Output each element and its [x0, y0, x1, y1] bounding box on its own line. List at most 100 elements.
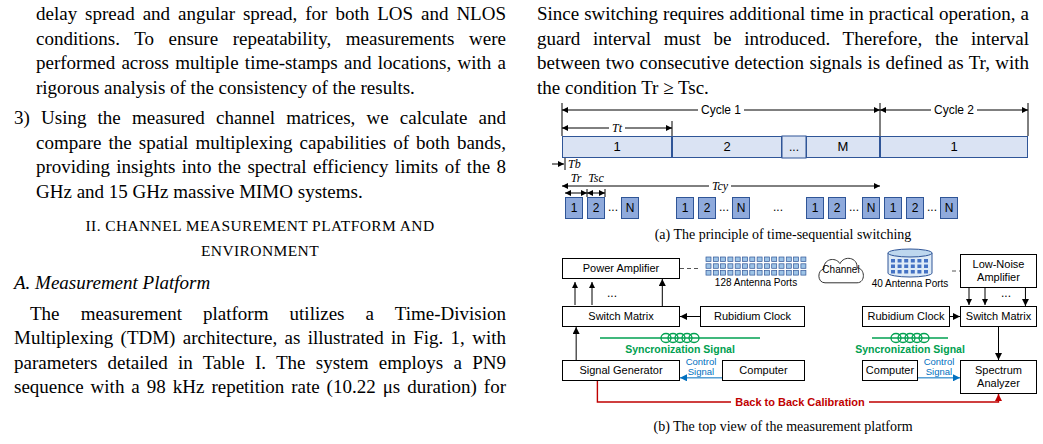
antenna-element [757, 271, 762, 276]
signal-arrow [998, 327, 999, 360]
body-text: Since switching requires additional time… [537, 2, 1029, 100]
antenna-element [728, 257, 733, 262]
ellipsis: ... [608, 200, 618, 214]
antenna-element [779, 264, 784, 269]
node-text: M [807, 137, 879, 157]
node-text: Spectrum Analyzer [963, 364, 1034, 390]
antenna-element [706, 257, 711, 262]
signal-arrow [680, 316, 700, 317]
tx-slot: 2 [672, 136, 782, 158]
left-column: delay spread and angular spread, for bot… [14, 2, 506, 400]
antenna-element [924, 259, 928, 263]
antenna-element [713, 264, 718, 269]
boundary-tick [562, 103, 563, 136]
node-text: Channel [822, 264, 859, 276]
sync-cable [872, 337, 948, 338]
boundary-tick [587, 189, 588, 197]
computer-box: Computer [862, 360, 918, 381]
rx-slot: N [621, 197, 639, 219]
boundary-tick [672, 121, 673, 136]
antenna-element [779, 271, 784, 276]
signal-arrow [950, 316, 960, 317]
node-text: 2 [673, 137, 781, 157]
antenna-element [706, 264, 711, 269]
antenna-element [772, 271, 777, 276]
antenna-element [801, 264, 806, 269]
antenna-element [757, 264, 762, 269]
edge-label: Control Signal [681, 357, 721, 377]
ellipsis: ... [773, 200, 783, 214]
antenna-element [750, 271, 755, 276]
antenna-element [924, 265, 928, 269]
antenna-element [904, 270, 908, 274]
tx-slot: 1 [880, 136, 1028, 158]
ellipsis: ... [607, 286, 617, 300]
time-label: Tr [571, 171, 582, 185]
node-text: Signal Generator [565, 364, 677, 377]
antenna-element [764, 271, 769, 276]
antenna-element [801, 271, 806, 276]
antenna-element [801, 257, 806, 262]
antenna-element [721, 264, 726, 269]
antenna-array: 128 Antenna Ports [700, 255, 812, 289]
antenna-element [891, 270, 895, 274]
antenna-element [743, 271, 748, 276]
antenna-element [728, 271, 733, 276]
cylinder-top [888, 249, 932, 257]
ellipsis: ... [1001, 286, 1011, 300]
ellipsis: ... [927, 200, 937, 214]
node-text: 1 [677, 198, 693, 218]
switch-box: Switch Matrix [960, 306, 1037, 327]
signal-arrow [576, 327, 577, 360]
antenna-element [786, 264, 791, 269]
cable-coil [919, 334, 929, 343]
antenna-element [898, 259, 902, 263]
figure-caption: (a) The principle of time-sequential swi… [655, 226, 912, 243]
antenna-element [706, 271, 711, 276]
amplifier-box: Power Amplifier [562, 258, 680, 279]
antenna-element [750, 257, 755, 262]
tsc-arrow [587, 193, 605, 194]
subsection-heading: A. Measurement Platform [14, 271, 506, 296]
node-text: 1 [881, 137, 1027, 157]
body-text: delay spread and angular spread, for bot… [14, 2, 506, 100]
node-text: Switch Matrix [963, 310, 1034, 323]
node-text: Rubidium Clock [865, 310, 947, 323]
node-text: N [733, 198, 749, 218]
antenna-element [757, 257, 762, 262]
ellipsis: ... [849, 200, 859, 214]
list-item: 3) Using the measured channel matrices, … [14, 106, 506, 204]
time-label: Tt [609, 121, 625, 135]
antenna-element [911, 259, 915, 263]
boundary-tick [605, 189, 606, 197]
clock-box: Rubidium Clock [862, 306, 950, 327]
tb-arrow [552, 164, 564, 165]
node-text: 1 [563, 137, 671, 157]
feed-line [680, 268, 700, 269]
ellipsis: ... [719, 200, 729, 214]
node-text: 2 [699, 198, 715, 218]
boundary-tick [565, 158, 566, 170]
antenna-element [794, 264, 799, 269]
figure-caption: (b) The top view of the measurement plat… [653, 418, 912, 435]
antenna-element [772, 264, 777, 269]
node-text: N [863, 198, 879, 218]
antenna-element [924, 270, 928, 274]
node-text: N [941, 198, 957, 218]
node-text: Low-Noise Amplifier [963, 258, 1034, 284]
node-text: 1 [807, 198, 823, 218]
signal-arrow [918, 377, 960, 378]
rx-slot: 2 [828, 197, 846, 219]
rx-slot: 1 [676, 197, 694, 219]
antenna-element [735, 264, 740, 269]
node-text: Computer [865, 364, 915, 377]
tx-slot: 1 [562, 136, 672, 158]
antenna-element [794, 257, 799, 262]
signal-arrow [680, 377, 722, 378]
antenna-element [898, 270, 902, 274]
rx-slot: 1 [565, 197, 583, 219]
edge-label: Back to Back Calibration [731, 395, 869, 409]
node-text: Switch Matrix [565, 310, 677, 323]
antenna-element [750, 264, 755, 269]
